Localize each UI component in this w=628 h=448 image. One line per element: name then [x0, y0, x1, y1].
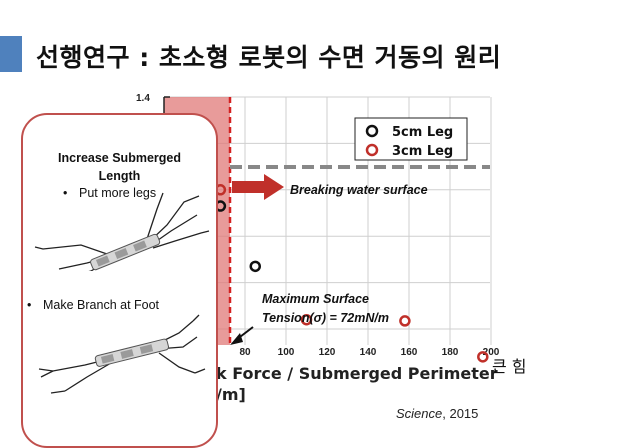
citation-journal: Science	[396, 406, 443, 421]
x-tick-label: 120	[319, 347, 336, 358]
robot-branch-foot-icon	[38, 314, 206, 394]
bullet-dot: •	[63, 186, 68, 200]
data-point	[477, 351, 489, 363]
x-tick-label: 140	[360, 347, 377, 358]
card-heading-line1: Increase Submerged	[58, 151, 181, 165]
x-tick-label: 160	[401, 347, 418, 358]
citation: Science, 2015	[396, 406, 478, 421]
max-tension-label-line1: Maximum Surface	[262, 292, 369, 306]
bullet-branch-foot-text: Make Branch at Foot	[43, 298, 160, 312]
slide-title: 선행연구 : 초소형 로봇의 수면 거동의 원리	[36, 43, 502, 72]
citation-year: , 2015	[442, 406, 479, 421]
pointer-arrow-icon	[230, 326, 254, 345]
breaking-arrow-icon	[232, 174, 284, 200]
data-points	[214, 184, 489, 363]
robot-more-legs-icon	[34, 192, 210, 271]
x-tick-label: 180	[442, 347, 459, 358]
legend-label-5cm: 5cm Leg	[392, 125, 453, 140]
legend-label-3cm: 3cm Leg	[392, 144, 453, 159]
bullet-more-legs-text: Put more legs	[79, 186, 157, 200]
x-tick-labels: 80 100 120 140 160 180 200	[239, 347, 499, 358]
submerged-length-card: Increase Submerged Length • Put more legs…	[21, 113, 218, 448]
x-tick-label: 100	[278, 347, 295, 358]
bullet-more-legs: • Put more legs	[63, 186, 156, 200]
y-tick-label-1-4: 1.4	[136, 93, 150, 104]
bullet-branch-foot: • Make Branch at Foot	[27, 298, 159, 312]
x-tick-label: 80	[239, 347, 251, 358]
data-point	[249, 260, 261, 273]
max-tension-label-line2: Tension(σ) = 72mN/m	[262, 311, 389, 325]
data-point	[399, 315, 411, 327]
title-accent-bar	[0, 36, 22, 72]
card-heading: Increase Submerged Length	[23, 149, 216, 185]
data-point	[300, 313, 313, 326]
legend-box	[354, 117, 468, 161]
big-force-label: 큰 힘	[492, 357, 527, 376]
bullet-dot: •	[27, 298, 32, 312]
breaking-water-label: Breaking water surface	[290, 183, 428, 197]
x-axis-title-line2: /m]	[216, 385, 246, 404]
x-tick-label: 200	[483, 347, 500, 358]
legend-marker-3cm	[365, 143, 379, 157]
legend-marker-5cm	[365, 124, 379, 138]
card-heading-line2: Length	[98, 169, 141, 183]
x-axis-title-line1: k Force / Submerged Perimeter	[216, 364, 498, 383]
